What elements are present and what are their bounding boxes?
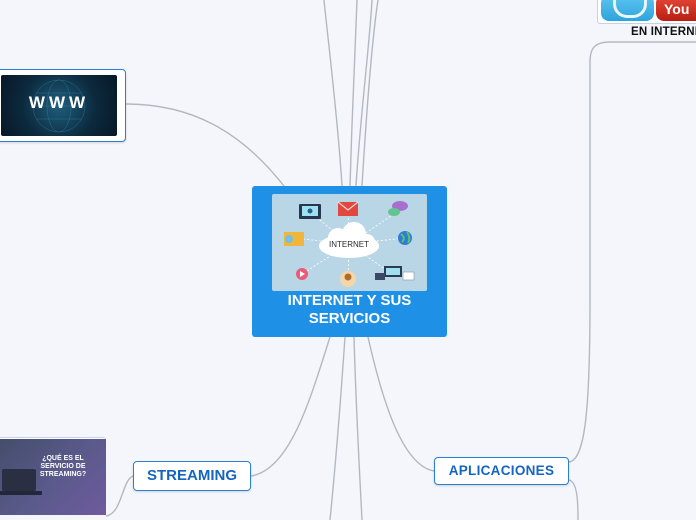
central-title-text: INTERNET Y SUS SERVICIOS [287,292,412,327]
internet-services-image: INTERNET [272,194,427,291]
social-apps-image-node[interactable]: You [597,0,696,24]
www-globe-image: WWW [1,75,117,136]
cloud-icon [319,222,379,258]
streaming-image: ¿QUÉ ES EL SERVICIO DE STREAMING? [0,439,106,515]
www-image-node[interactable]: WWW [0,69,126,142]
connector-streaming [250,336,331,477]
central-title: INTERNET Y SUS SERVICIOS [252,292,447,328]
central-topic[interactable]: INTERNET INTERNET Y SUS SERVICIOS [252,186,447,337]
connector-top-4 [361,0,379,187]
mail-icon [337,201,359,216]
connector-www [125,103,285,187]
streaming-image-node[interactable]: ¿QUÉ ES EL SERVICIO DE STREAMING? [0,437,106,515]
laptop-base [0,491,42,495]
topic-streaming-label: STREAMING [147,467,237,484]
video-icon [296,268,308,280]
streaming-caption: ¿QUÉ ES EL SERVICIO DE STREAMING? [39,455,87,478]
www-label: WWW [28,93,90,112]
globe-grid-icon [32,79,86,133]
globe-icon [398,231,412,245]
youtube-icon: You [656,0,696,21]
person-icon [340,271,356,287]
topic-aplicaciones[interactable]: APLICACIONES [434,457,569,485]
internet-illustration: INTERNET [284,201,415,287]
connector-app-up [568,41,696,463]
connector-top-2 [349,0,358,187]
twitter-bird-icon [613,0,647,18]
folder-icon [284,232,304,246]
topic-streaming[interactable]: STREAMING [133,461,251,491]
connector-top-3 [355,0,373,187]
connector-top-1 [323,0,343,187]
en-internet-label: EN INTERNET [631,26,696,38]
devices-icon [375,266,415,281]
connector-bottom-1 [329,336,346,520]
topic-aplicaciones-label: APLICACIONES [448,463,555,478]
connector-aplicaciones [367,336,435,472]
twitter-icon [601,0,654,21]
youtube-logo-text: You [664,1,690,17]
connector-app-down [568,479,579,520]
connector-bottom-2 [353,336,363,520]
monitor-icon [299,204,321,219]
chat-icon [388,201,408,216]
cloud-label: INTERNET [329,240,369,249]
laptop-icon [2,469,36,491]
connector-stream-img [105,475,134,517]
